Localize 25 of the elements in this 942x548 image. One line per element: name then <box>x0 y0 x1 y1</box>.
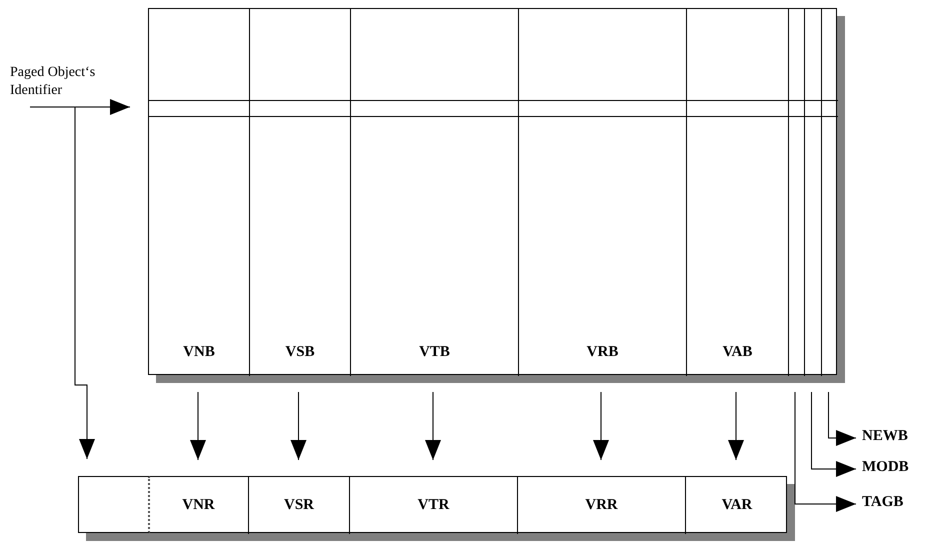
arrow <box>794 392 856 512</box>
bit-label: TAGB <box>862 494 922 514</box>
arrow <box>190 392 206 460</box>
cell-label: VNR <box>181 497 216 514</box>
arrow <box>811 392 856 477</box>
column-label: VSB <box>284 344 316 361</box>
arrow <box>74 106 95 460</box>
arrow <box>425 392 441 460</box>
table-row <box>149 100 838 117</box>
column-label: VNB <box>182 344 216 361</box>
column-label: VRB <box>586 344 620 361</box>
column-label: VAB <box>722 344 754 361</box>
cell-label: VTR <box>416 497 450 514</box>
arrow <box>728 392 744 460</box>
arrow <box>828 392 856 446</box>
arrow <box>30 99 130 115</box>
cell-label: VRR <box>584 497 619 514</box>
bit-label: MODB <box>862 459 922 479</box>
column-label: VTB <box>418 344 451 361</box>
cell-label: VAR <box>720 497 754 514</box>
arrow <box>593 392 609 460</box>
bit-label: NEWB <box>862 428 922 448</box>
identifier-label: Paged Object‘s Identifier <box>10 64 130 104</box>
arrow <box>290 392 306 460</box>
cell-label: VSR <box>282 497 316 514</box>
